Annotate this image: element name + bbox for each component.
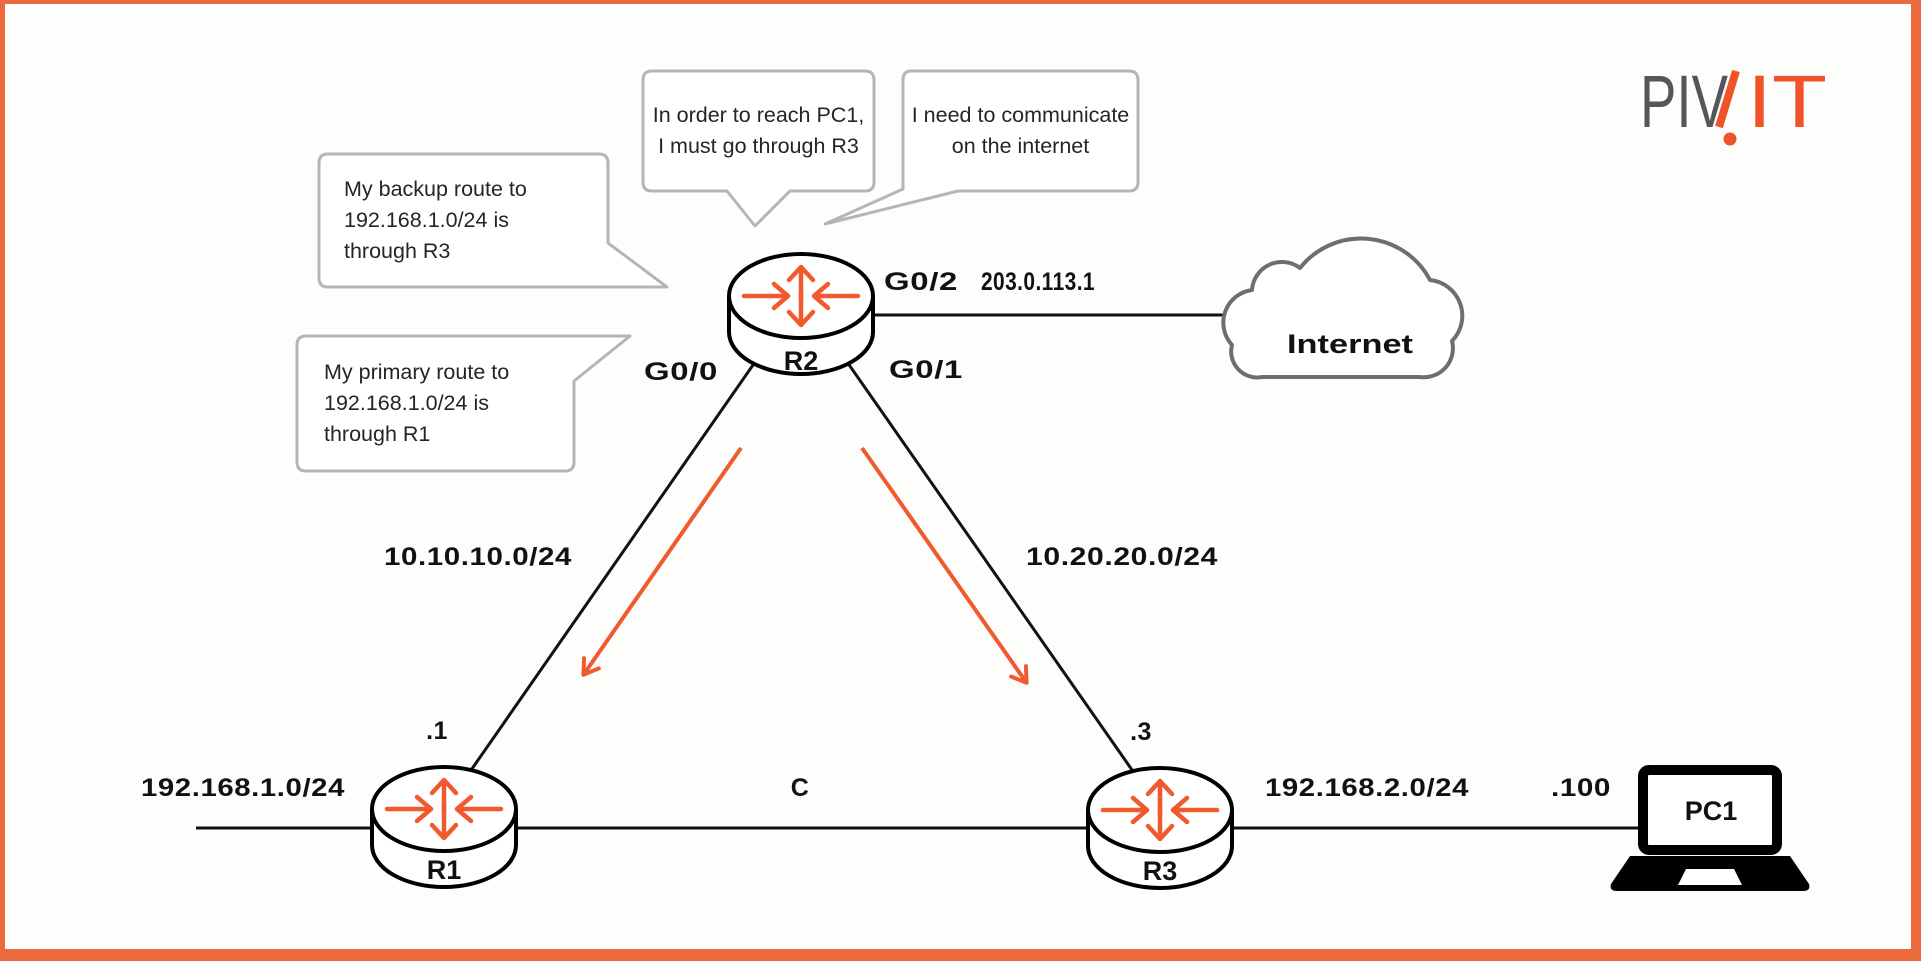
r2-label: R2 [784, 346, 819, 376]
internet-cloud-icon [1221, 236, 1465, 380]
speech-bubbles [295, 69, 1140, 473]
label-subnet-r2-r3: 10.20.20.0/24 [1026, 543, 1218, 571]
internet-label: Internet [1287, 329, 1413, 359]
label-wan-ip: 203.0.113.1 [981, 268, 1095, 296]
label-route-code-c: C [791, 774, 810, 802]
pc1-label: PC1 [1685, 796, 1738, 826]
label-interface-g0-2: G0/2 [884, 268, 958, 296]
label-subnet-r2-r1: 10.10.10.0/24 [384, 543, 572, 571]
link-r2-r1-line [442, 295, 803, 810]
label-r1-host-octet: .1 [426, 717, 448, 745]
label-r3-host-octet: .3 [1130, 718, 1152, 746]
speech-text-reach-pc1: In order to reach PC1, I must go through… [652, 103, 865, 158]
speech-bubble-need-internet [823, 69, 1140, 226]
logo-it-text: IT [1747, 60, 1827, 143]
logo-dot [1723, 132, 1737, 146]
speech-bubble-backup-route [317, 152, 669, 289]
arrow-to-r3-icon [860, 446, 1029, 685]
label-pc1-host-octet: .100 [1551, 774, 1611, 802]
r1-label: R1 [427, 855, 462, 885]
label-lan1-subnet: 192.168.1.0/24 [141, 774, 345, 802]
r3-label: R3 [1143, 856, 1178, 886]
arrow-to-r1-icon [581, 446, 743, 677]
pc1-laptop-icon [1610, 765, 1810, 891]
label-interface-g0-1: G0/1 [889, 356, 963, 384]
speech-text-primary-route: My primary route to 192.168.1.0/24 is th… [324, 360, 510, 446]
label-lan2-subnet: 192.168.2.0/24 [1265, 774, 1469, 802]
laptop-notch [1678, 869, 1742, 885]
link-r2-r3-line [799, 295, 1162, 811]
speech-text-need-internet: I need to communicate on the internet [911, 103, 1130, 158]
logo-slash [1715, 69, 1740, 129]
pivit-logo: PIV IT [1640, 60, 1827, 146]
speech-bubble-primary-route [295, 334, 632, 473]
logo-piv-text: PIV [1640, 60, 1728, 143]
speech-text-backup-route: My backup route to 192.168.1.0/24 is thr… [344, 177, 527, 263]
label-interface-g0-0: G0/0 [644, 358, 718, 386]
traffic-arrows [581, 446, 1029, 685]
speech-bubble-reach-pc1 [641, 69, 876, 228]
